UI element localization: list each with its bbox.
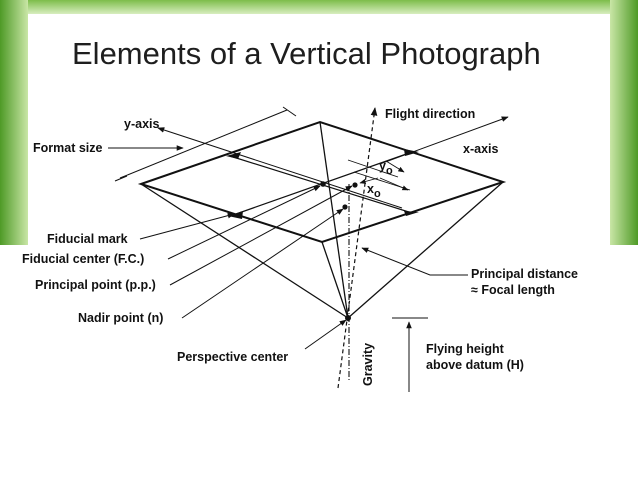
- perspective-center-leader: [304, 319, 347, 350]
- nadir-point-label: Nadir point (n): [78, 311, 163, 325]
- perspective-center-label: Perspective center: [177, 350, 288, 364]
- x-axis-label: x-axis: [463, 142, 498, 156]
- nadir-point-dot: [342, 204, 348, 210]
- focal-length-label: ≈ Focal length: [471, 283, 555, 297]
- slide-title: Elements of a Vertical Photograph: [72, 36, 541, 71]
- y0-arrow: [385, 160, 405, 173]
- principal-distance-label: Principal distance: [471, 267, 578, 281]
- y0-label: yo: [379, 159, 393, 177]
- offset-line-y: [347, 159, 399, 178]
- fiducial-mark-bottom: [404, 211, 419, 216]
- nadir-point-leader: [181, 208, 344, 319]
- x0-arrow-left: [359, 177, 379, 184]
- fiducial-center-label: Fiducial center (F.C.): [22, 252, 144, 266]
- green-gradient-background: [0, 0, 638, 245]
- x0-arrow-right: [379, 177, 409, 191]
- edge-left: [140, 183, 349, 319]
- edge-back: [319, 121, 349, 319]
- principal-point-label: Principal point (p.p.): [35, 278, 156, 292]
- gravity-label: Gravity: [361, 343, 375, 386]
- pyramid-edges: [140, 121, 504, 319]
- format-size-tick-left: [114, 175, 128, 182]
- fiducial-center-leader: [167, 185, 321, 260]
- format-size-label: Format size: [33, 141, 103, 155]
- principal-point-dot: [352, 182, 358, 188]
- x0-label: xo: [367, 182, 381, 200]
- fiducial-mark-left: [228, 211, 243, 219]
- flying-height-label-2: above datum (H): [426, 358, 524, 372]
- principal-distance-leader: [361, 247, 468, 276]
- format-size-tick-right: [282, 106, 297, 117]
- y-axis-line: [157, 127, 403, 209]
- principal-point-leader: [169, 185, 353, 286]
- content-panel: [28, 14, 610, 484]
- edge-right: [347, 181, 504, 319]
- x-axis-arrow: [379, 116, 509, 165]
- flight-direction-label: Flight direction: [385, 107, 475, 121]
- flying-height-label-1: Flying height: [426, 342, 505, 356]
- fiducial-mark-leader: [139, 212, 235, 240]
- format-size-extent: [119, 109, 288, 179]
- y-axis-label: y-axis: [124, 117, 159, 131]
- edge-front: [321, 241, 349, 319]
- flight-direction-line: [337, 107, 378, 389]
- fiducial-mark-label: Fiducial mark: [47, 232, 128, 246]
